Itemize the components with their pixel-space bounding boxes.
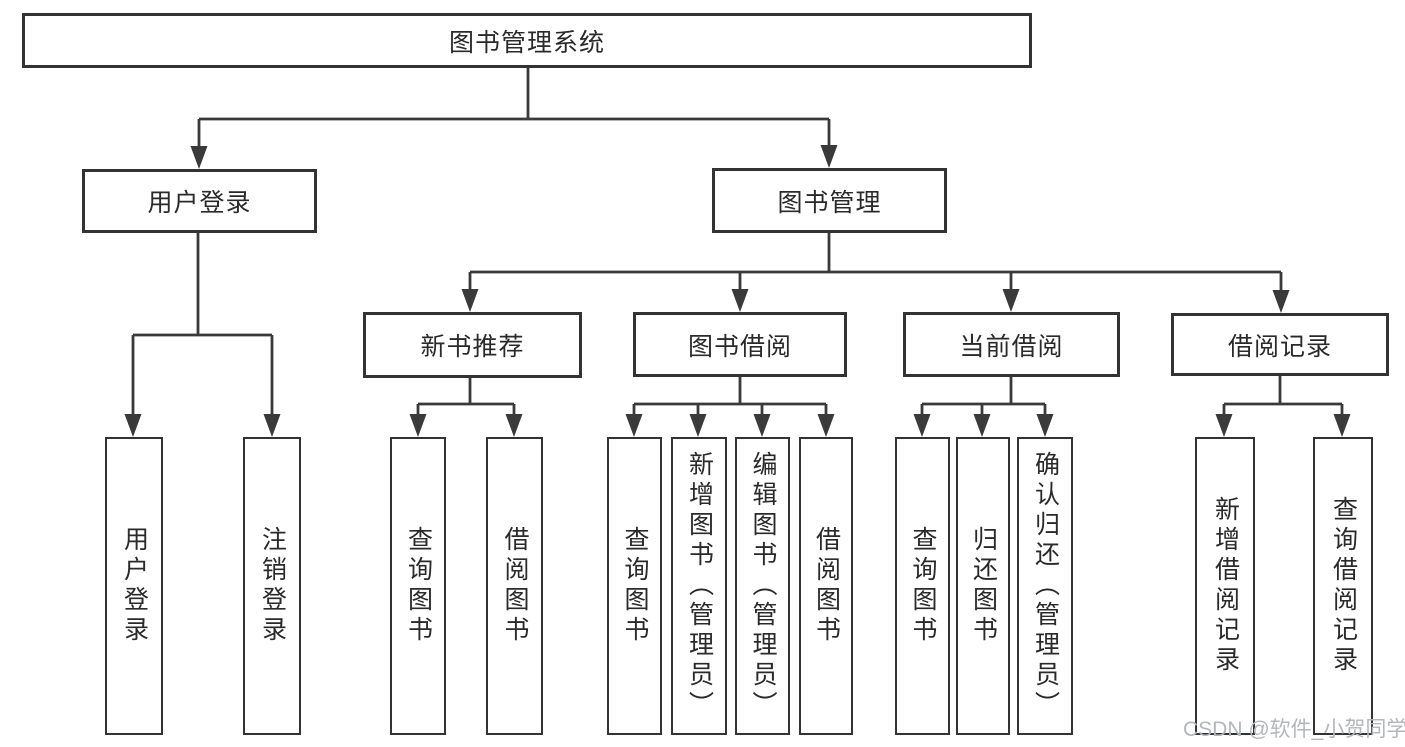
leaf-borrow-books-recommend: 借阅图书 [486, 437, 543, 735]
leaf-add-borrow-record: 新增借阅记录 [1195, 437, 1255, 735]
node-label: 查询图书 [621, 526, 649, 646]
node-label: 确认归还（管理员） [1031, 451, 1060, 721]
leaf-query-books-recommend: 查询图书 [390, 437, 446, 735]
node-label: 新增借阅记录 [1211, 496, 1240, 676]
leaf-edit-books-admin: 编辑图书（管理员） [735, 437, 790, 735]
node-label: 查询图书 [404, 526, 433, 646]
node-root: 图书管理系统 [22, 13, 1032, 68]
node-user-login: 用户登录 [82, 169, 317, 233]
node-label: 编辑图书（管理员） [749, 451, 777, 721]
node-label: 借阅图书 [812, 526, 841, 646]
node-label: 用户登录 [120, 526, 149, 646]
node-label: 图书管理 [777, 188, 882, 217]
arrowheads [124, 145, 1351, 437]
node-label: 用户登录 [147, 189, 252, 217]
node-label: 注销登录 [258, 526, 287, 646]
leaf-borrow-books: 借阅图书 [799, 437, 853, 735]
leaf-logout: 注销登录 [243, 437, 301, 735]
node-new-book-recommend: 新书推荐 [363, 312, 582, 378]
node-book-management: 图书管理 [712, 168, 947, 233]
node-label: 当前借阅 [959, 332, 1064, 361]
node-book-borrow: 图书借阅 [633, 312, 847, 377]
leaf-query-borrow-record: 查询借阅记录 [1313, 437, 1373, 735]
node-borrow-records: 借阅记录 [1171, 313, 1389, 376]
node-label: 查询图书 [909, 526, 937, 646]
node-current-borrow: 当前借阅 [903, 312, 1120, 377]
node-label: 新书推荐 [420, 333, 525, 361]
node-label: 新增图书（管理员） [685, 451, 714, 721]
leaf-query-books-borrow: 查询图书 [607, 437, 662, 735]
node-label: 借阅图书 [501, 526, 529, 646]
node-label: 图书借阅 [687, 332, 792, 361]
leaf-confirm-return-admin: 确认归还（管理员） [1017, 437, 1073, 735]
node-label: 借阅记录 [1227, 332, 1332, 361]
leaf-add-books-admin: 新增图书（管理员） [671, 437, 727, 735]
node-label: 图书管理系统 [448, 28, 605, 57]
node-label: 查询借阅记录 [1329, 496, 1358, 676]
leaf-return-books: 归还图书 [956, 437, 1010, 735]
leaf-query-books-current: 查询图书 [895, 437, 950, 735]
watermark: CSDN @软件_小贺同学 [1183, 718, 1405, 741]
leaf-user-login: 用户登录 [105, 437, 163, 735]
node-label: 归还图书 [969, 526, 998, 646]
